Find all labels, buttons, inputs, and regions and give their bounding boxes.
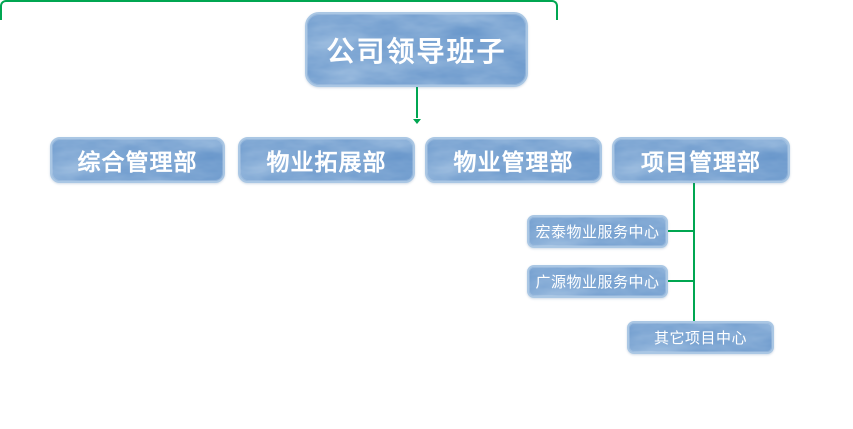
node-label: 物业管理部: [453, 149, 574, 175]
node-label: 其它项目中心: [653, 330, 747, 347]
connector-guangyuan-branch: [666, 280, 694, 282]
org-node-property-management-dept[interactable]: 物业管理部: [425, 137, 602, 183]
connector-project-dept-stem: [693, 183, 695, 321]
node-label: 公司领导班子: [326, 35, 507, 67]
org-node-project-management-dept[interactable]: 项目管理部: [612, 137, 790, 183]
node-label: 物业拓展部: [266, 149, 387, 175]
node-label: 项目管理部: [641, 149, 761, 175]
org-node-other-project-center[interactable]: 其它项目中心: [627, 321, 774, 354]
node-label: 广源物业服务中心: [535, 274, 660, 291]
node-label: 综合管理部: [77, 149, 198, 175]
node-label: 宏泰物业服务中心: [535, 224, 660, 241]
down-arrow-tip-icon: [413, 119, 421, 124]
org-node-property-expansion-dept[interactable]: 物业拓展部: [238, 137, 415, 183]
connector-root-stem: [416, 86, 418, 118]
org-node-company-leadership[interactable]: 公司领导班子: [305, 12, 528, 87]
connector-hongtai-branch: [666, 230, 694, 232]
org-node-general-management-dept[interactable]: 综合管理部: [50, 137, 225, 183]
org-node-hongtai-service-center[interactable]: 宏泰物业服务中心: [527, 215, 668, 248]
connector-level1-bracket: [0, 0, 558, 20]
org-node-guangyuan-service-center[interactable]: 广源物业服务中心: [527, 265, 668, 298]
